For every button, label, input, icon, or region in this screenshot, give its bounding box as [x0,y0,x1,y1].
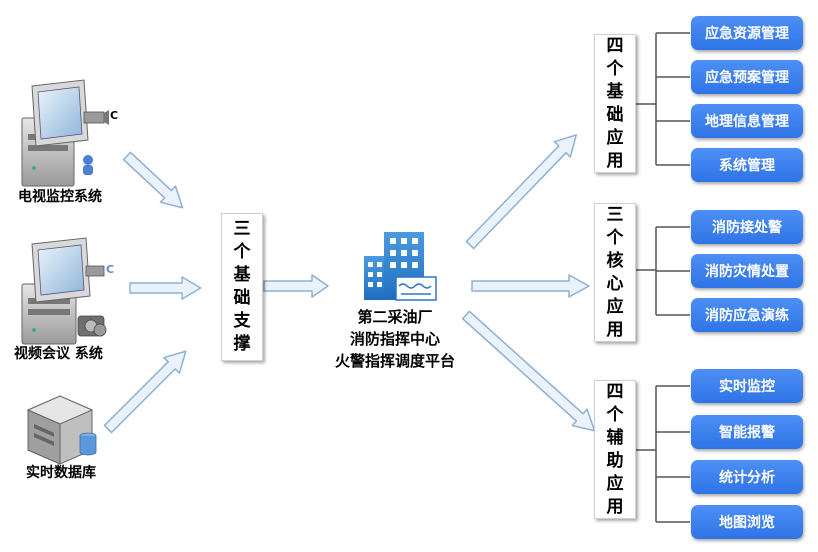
emergency-resource-mgmt-button[interactable]: 应急资源管理 [691,16,803,50]
group-box-char: 个 [606,404,624,425]
server-database-icon [26,395,97,465]
support-box-char: 基 [233,265,251,285]
bracket-aux [635,385,690,523]
group-box-core-apps: 三 个 核 心 应 用 [594,203,636,342]
group-box-basic-apps: 四 个 基 础 应 用 [594,34,636,173]
group-box-char: 基 [606,81,624,102]
geo-info-mgmt-button[interactable]: 地理信息管理 [691,104,803,138]
arrow-tv-to-support [122,151,184,209]
svg-text:C: C [110,109,118,122]
group-box-char: 心 [606,273,624,294]
svg-text:C: C [106,263,114,276]
group-box-char: 础 [606,104,624,125]
monitor-video-icon: C [21,237,114,345]
source-label-realtime-database: 实时数据库 [26,465,96,481]
support-box: 三 个 基 础 支 撑 [221,213,263,361]
group-box-char: 核 [606,250,624,271]
statistical-analysis-button[interactable]: 统计分析 [691,460,803,494]
group-box-aux-apps: 四 个 辅 助 应 用 [594,380,636,519]
center-line: 消防指挥中心 [349,330,440,348]
support-box-char: 支 [233,311,251,331]
group-box-char: 四 [606,35,624,56]
bracket-basic [635,32,690,166]
arrow-center-to-core [471,274,590,298]
group-box-char: 三 [606,204,624,225]
group-box-char: 用 [606,150,624,171]
source-label-tv-monitoring: 电视监控系统 [18,189,102,205]
support-box-char: 础 [233,288,251,308]
map-browse-button[interactable]: 地图浏览 [691,505,803,539]
source-label-video-conference: 视频会议 系统 [14,346,103,362]
brackets [635,32,690,523]
arrow-center-to-basic [465,134,578,250]
support-box-char: 三 [233,219,251,239]
fire-disaster-handling-button[interactable]: 消防灾情处置 [691,254,803,288]
arrows [103,134,596,434]
realtime-monitoring-button[interactable]: 实时监控 [691,369,803,403]
group-box-char: 助 [606,450,624,471]
system-mgmt-button[interactable]: 系统管理 [691,148,803,182]
building-icon [364,232,437,301]
support-box-char: 个 [233,242,251,262]
group-box-char: 应 [606,473,624,494]
group-box-char: 应 [606,127,624,148]
center-platform-label: 第二采油厂 消防指挥中心 火警指挥调度平台 [320,306,470,372]
support-box-char: 撑 [233,334,251,354]
fire-emergency-drill-button[interactable]: 消防应急演练 [691,298,803,332]
center-line: 第二采油厂 [357,308,433,326]
arrow-support-to-center [263,274,329,298]
fire-alarm-dispatch-button[interactable]: 消防接处警 [691,210,803,244]
group-box-char: 辅 [606,427,624,448]
monitor-camera-icon: C [21,79,118,187]
smart-alarm-button[interactable]: 智能报警 [691,415,803,449]
emergency-plan-mgmt-button[interactable]: 应急预案管理 [691,60,803,94]
group-box-char: 用 [606,319,624,340]
group-box-char: 个 [606,227,624,248]
center-line: 火警指挥调度平台 [334,352,455,370]
group-box-char: 应 [606,296,624,317]
arrow-center-to-aux [461,310,596,432]
group-box-char: 四 [606,381,624,402]
group-box-char: 用 [606,496,624,517]
group-box-char: 个 [606,58,624,79]
bracket-core [635,226,690,316]
arrow-db-to-support [103,350,187,434]
arrow-video-to-support [129,276,202,300]
